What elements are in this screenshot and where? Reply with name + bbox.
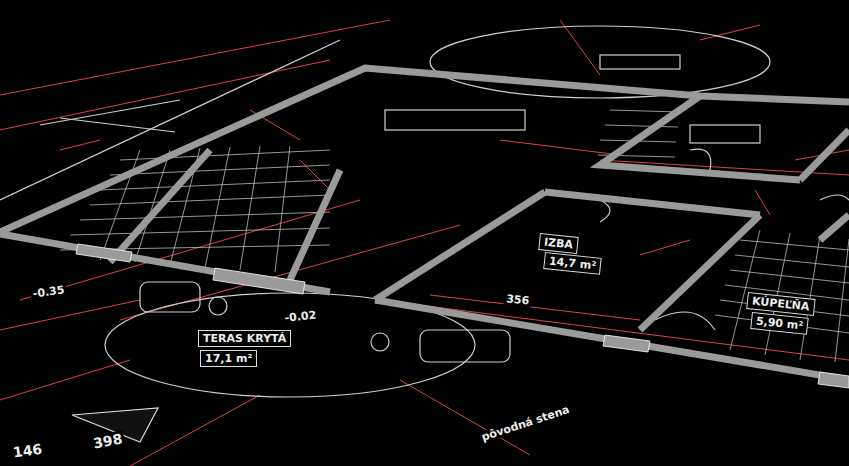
room-name: 14,7 m² [543,252,602,275]
room-area: 17,1 m² [200,350,257,367]
dimension: 146 [10,441,45,462]
level-mark: -0.02 [282,308,319,325]
dimension: 356 [504,292,532,308]
room-area: 5,90 m² [750,312,809,335]
room-name: TERAS KRYTÁ [198,330,291,347]
level-mark: -0.35 [30,283,67,301]
note: pôvodná stena [478,402,573,444]
dimension: 398 [90,430,126,452]
